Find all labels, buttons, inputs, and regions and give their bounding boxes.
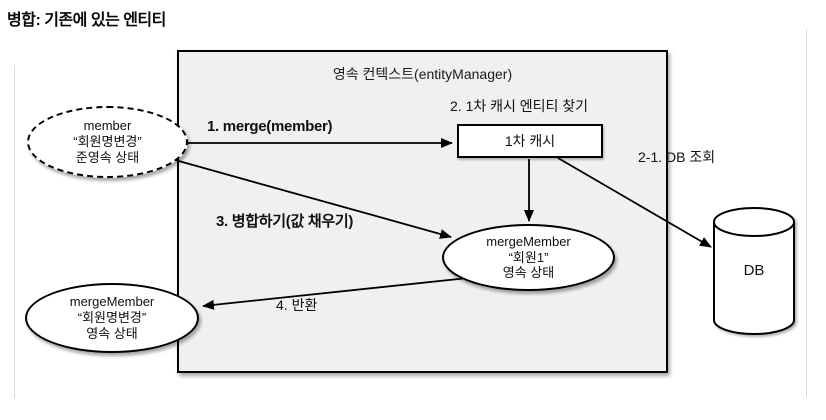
member-entity-node: member “회원명변경” 준영속 상태 (27, 106, 188, 178)
first-level-cache-node: 1차 캐시 (457, 124, 603, 158)
step3-label: 3. 병합하기(값 채우기) (216, 213, 354, 230)
returned-member-state: 영속 상태 (86, 325, 138, 341)
member-name: member (83, 118, 132, 134)
merge-member-state: 영속 상태 (502, 265, 555, 281)
returned-member-name: mergeMember (69, 294, 155, 310)
step4-label: 4. 반환 (276, 297, 318, 313)
merge-member-node: mergeMember “회원1” 영속 상태 (442, 224, 615, 291)
step1-label: 1. merge(member) (207, 118, 333, 135)
step2-label: 2. 1차 캐시 엔티티 찾기 (450, 98, 589, 114)
arrow-db-lookup (557, 157, 712, 248)
member-state: 준영속 상태 (75, 149, 140, 165)
first-level-cache-label: 1차 캐시 (504, 133, 556, 149)
right-guide-line (806, 29, 807, 397)
page-title: 병합: 기존에 있는 엔티티 (7, 12, 166, 29)
merge-member-value: “회원1” (508, 249, 549, 265)
db-label: DB (743, 262, 765, 279)
returned-member-value: “회원명변경” (77, 310, 147, 326)
arrow-return (202, 277, 469, 310)
step2-1-label: 2-1. DB 조회 (638, 149, 716, 165)
persistence-context-title: 영속 컨텍스트(entityManager) (332, 66, 513, 82)
merge-member-name: mergeMember (486, 233, 571, 249)
persistence-context-box (177, 50, 668, 373)
left-guide-line (14, 65, 15, 398)
returned-member-node: mergeMember “회원명변경” 영속 상태 (25, 283, 199, 353)
member-value: “회원명변경” (73, 134, 142, 150)
arrow-fill-values (167, 157, 452, 239)
db-cylinder (713, 207, 795, 335)
